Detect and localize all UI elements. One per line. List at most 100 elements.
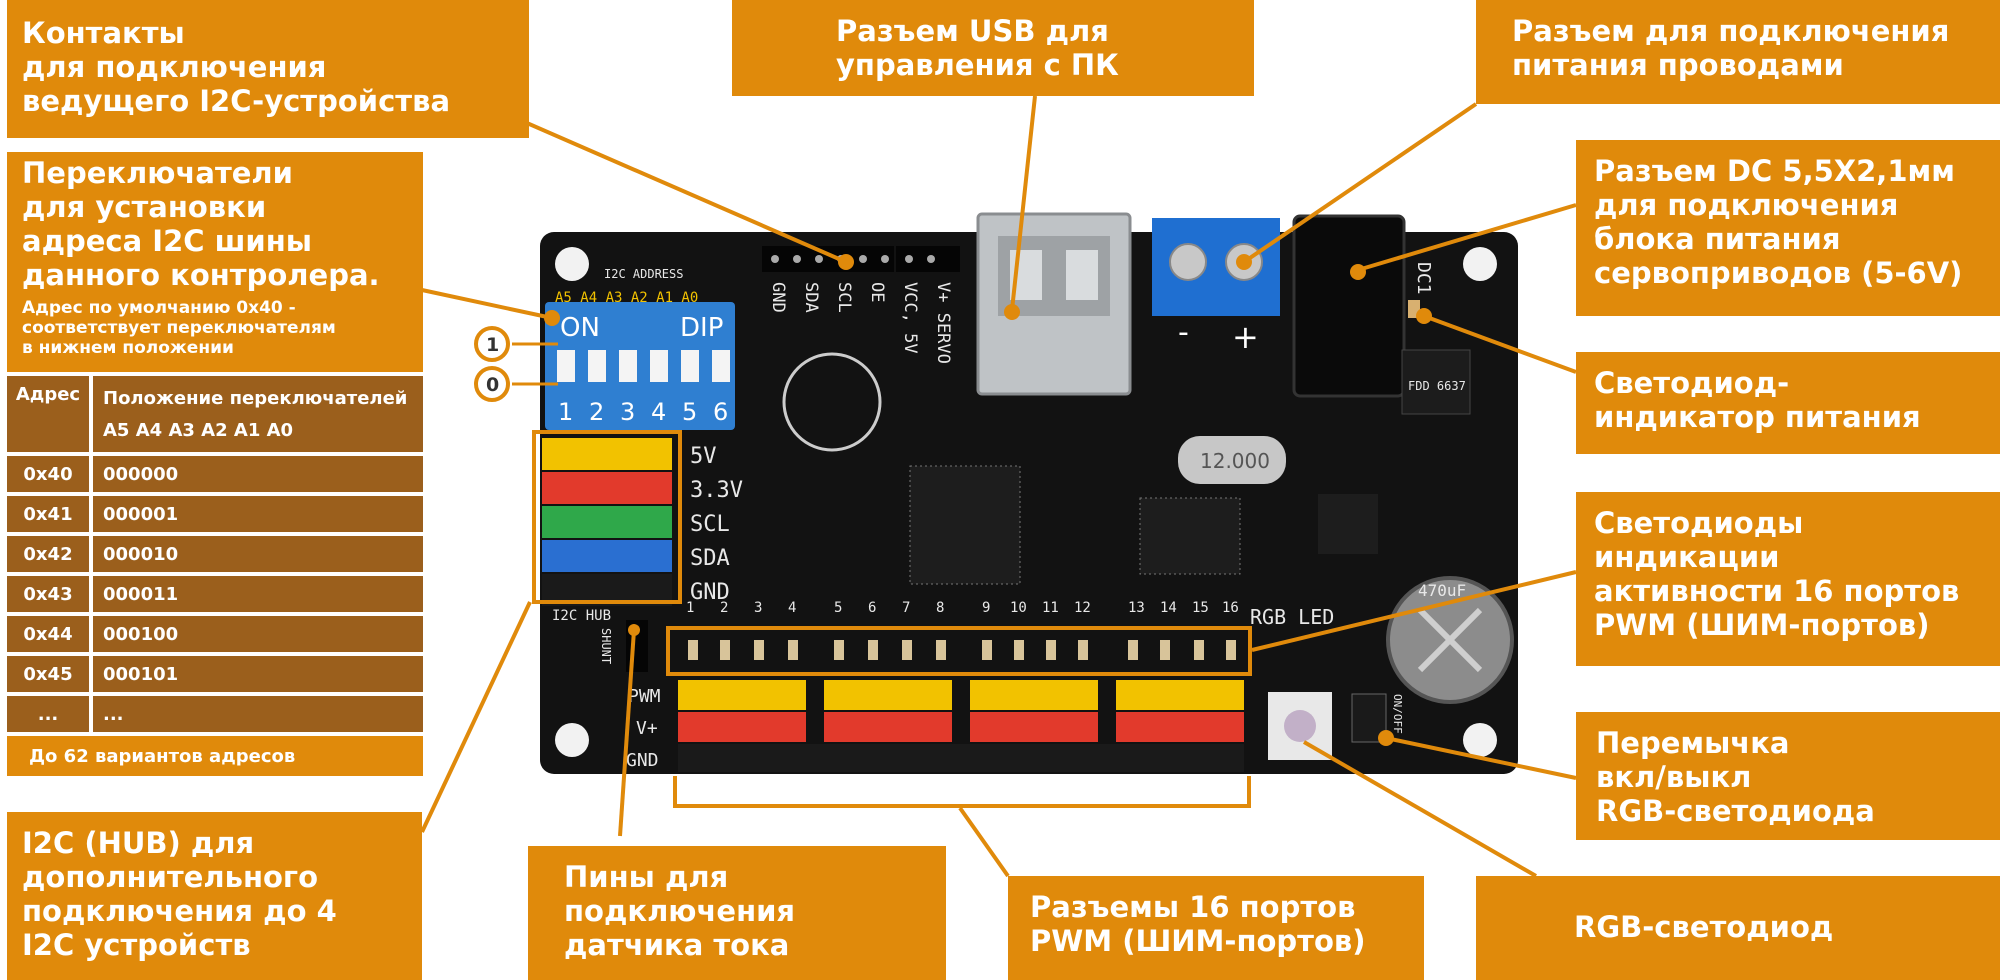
label-rgb-led-text: RGB-светодиод [1574,910,1834,944]
label-i2c-hub-text: I2C (HUB) для дополнительного подключени… [22,826,337,962]
label-rgb-jumper-text: Перемычка вкл/выкл RGB-светодиода [1596,726,1875,828]
bits-cell: 000100 [93,616,423,652]
capacitor-text: 470uF [1418,581,1466,600]
marker-zero [474,366,510,402]
label-wire-power-text: Разъем для подключения питания проводами [1512,14,1950,82]
mounting-hole [1463,723,1497,757]
label-pwm-leds-text: Светодиоды индикации активности 16 порто… [1594,506,1960,642]
i2c-address-text: I2C ADDRESS [604,267,683,281]
switch-labels-text: A5 A4 A3 A2 A1 A0 [555,290,698,306]
port-number: 14 [1160,600,1177,616]
port-number: 10 [1010,600,1027,616]
switch-number: 3 [620,398,635,426]
switch-number: 4 [651,398,666,426]
bits-cell: 000011 [93,576,423,612]
pin-label: V+ SERVO [933,282,953,364]
marker-zero-text: 0 [486,374,499,396]
marker-one-text: 1 [486,334,499,356]
address-cell: 0x41 [7,496,89,532]
pwm-led-strip [666,626,1252,676]
pin-label: VCC, 5V [900,282,920,354]
label-usb-text: Разъем USB для управления с ПК [836,14,1119,82]
crystal-text: 12.000 [1200,449,1270,473]
header-address: Адрес [7,376,89,452]
bits-cell: 000101 [93,656,423,692]
mounting-hole [555,247,589,281]
mosfet [1401,349,1471,415]
port-number: 5 [834,600,842,616]
header-position-label: Положение переключателей [103,387,408,409]
pcb-board [540,232,1518,774]
mounting-hole [1463,247,1497,281]
mosfet-text: FDD 6637 [1408,379,1466,393]
i2c-header-pins [762,246,960,272]
rgb-led-text: RGB LED [1250,605,1334,629]
switch-number: 1 [558,398,573,426]
label-wire-power: Разъем для подключения питания проводами [1476,0,2000,104]
address-cell: 0x40 [7,456,89,492]
table-header: Адрес Положение переключателей A5 A4 A3 … [7,376,423,452]
dc1-text: DC1 [1413,262,1434,295]
address-cell: 0x45 [7,656,89,692]
bits-cell: 000010 [93,536,423,572]
port-number: 13 [1128,600,1145,616]
table-footer: До 62 вариантов адресов [7,736,423,776]
plus-text: + [1232,318,1259,356]
label-power-led: Светодиод- индикатор питания [1576,352,2000,454]
dip-switch-levers [557,350,730,382]
label-rgb-led: RGB-светодиод [1476,876,2000,980]
port-number: 12 [1074,600,1091,616]
label-pwm-ports: Разъемы 16 портов PWM (ШИМ-портов) [1008,876,1424,980]
label-current-sensor: Пины для подключения датчика тока [528,846,946,980]
port-number: 11 [1042,600,1059,616]
label-usb: Разъем USB для управления с ПК [732,0,1254,96]
label-i2c-master-text: Контакты для подключения ведущего I2C-ус… [22,16,451,118]
switch-number: 6 [713,398,728,426]
bus-label: 5V [690,444,717,469]
label-pwm-ports-text: Разъемы 16 портов PWM (ШИМ-портов) [1030,890,1366,958]
dip-on-text: ON [560,313,600,343]
port-number: 2 [720,600,728,616]
port-number: 15 [1192,600,1209,616]
bus-label: 3.3V [690,478,743,503]
label-rgb-jumper: Перемычка вкл/выкл RGB-светодиода [1576,712,2000,840]
row-label: PWM [628,686,661,707]
dip-label-text: DIP [680,313,723,343]
marker-one [474,326,510,362]
address-cell: 0x44 [7,616,89,652]
pca9685-chip [909,465,1021,585]
port-number: 7 [902,600,910,616]
i2c-hub-headers [542,438,672,606]
onoff-text: ON/OFF [1391,694,1404,734]
port-number: 4 [788,600,796,616]
pin-label: SCL [834,282,854,313]
pwm-headers [678,680,1244,772]
i2c-hub-text: I2C HUB [552,608,611,624]
row-label: GND [626,750,659,771]
address-cell: 0x43 [7,576,89,612]
label-i2c-switches: Переключатели для установки адреса I2C ш… [7,152,423,372]
bits-cell: 000000 [93,456,423,492]
bus-label: SDA [690,546,730,571]
mounting-hole [555,723,589,757]
crystal [1178,436,1286,484]
port-number: 3 [754,600,762,616]
bus-header-outline [532,430,682,604]
dc-jack [1292,214,1406,398]
port-number: 1 [686,600,694,616]
pin-label: SDA [801,282,821,313]
label-dc-jack: Разъем DC 5,5X2,1мм для подключения блок… [1576,140,2000,316]
switch-number: 2 [589,398,604,426]
shunt-text: SHUNT [599,628,613,664]
bits-cell: ... [93,696,423,732]
label-i2c-switches-note: Адрес по умолчанию 0x40 - соответствует … [22,298,336,358]
port-number: 16 [1222,600,1239,616]
minus-text: - [1178,315,1189,350]
switch-number: 5 [682,398,697,426]
address-cell: 0x42 [7,536,89,572]
